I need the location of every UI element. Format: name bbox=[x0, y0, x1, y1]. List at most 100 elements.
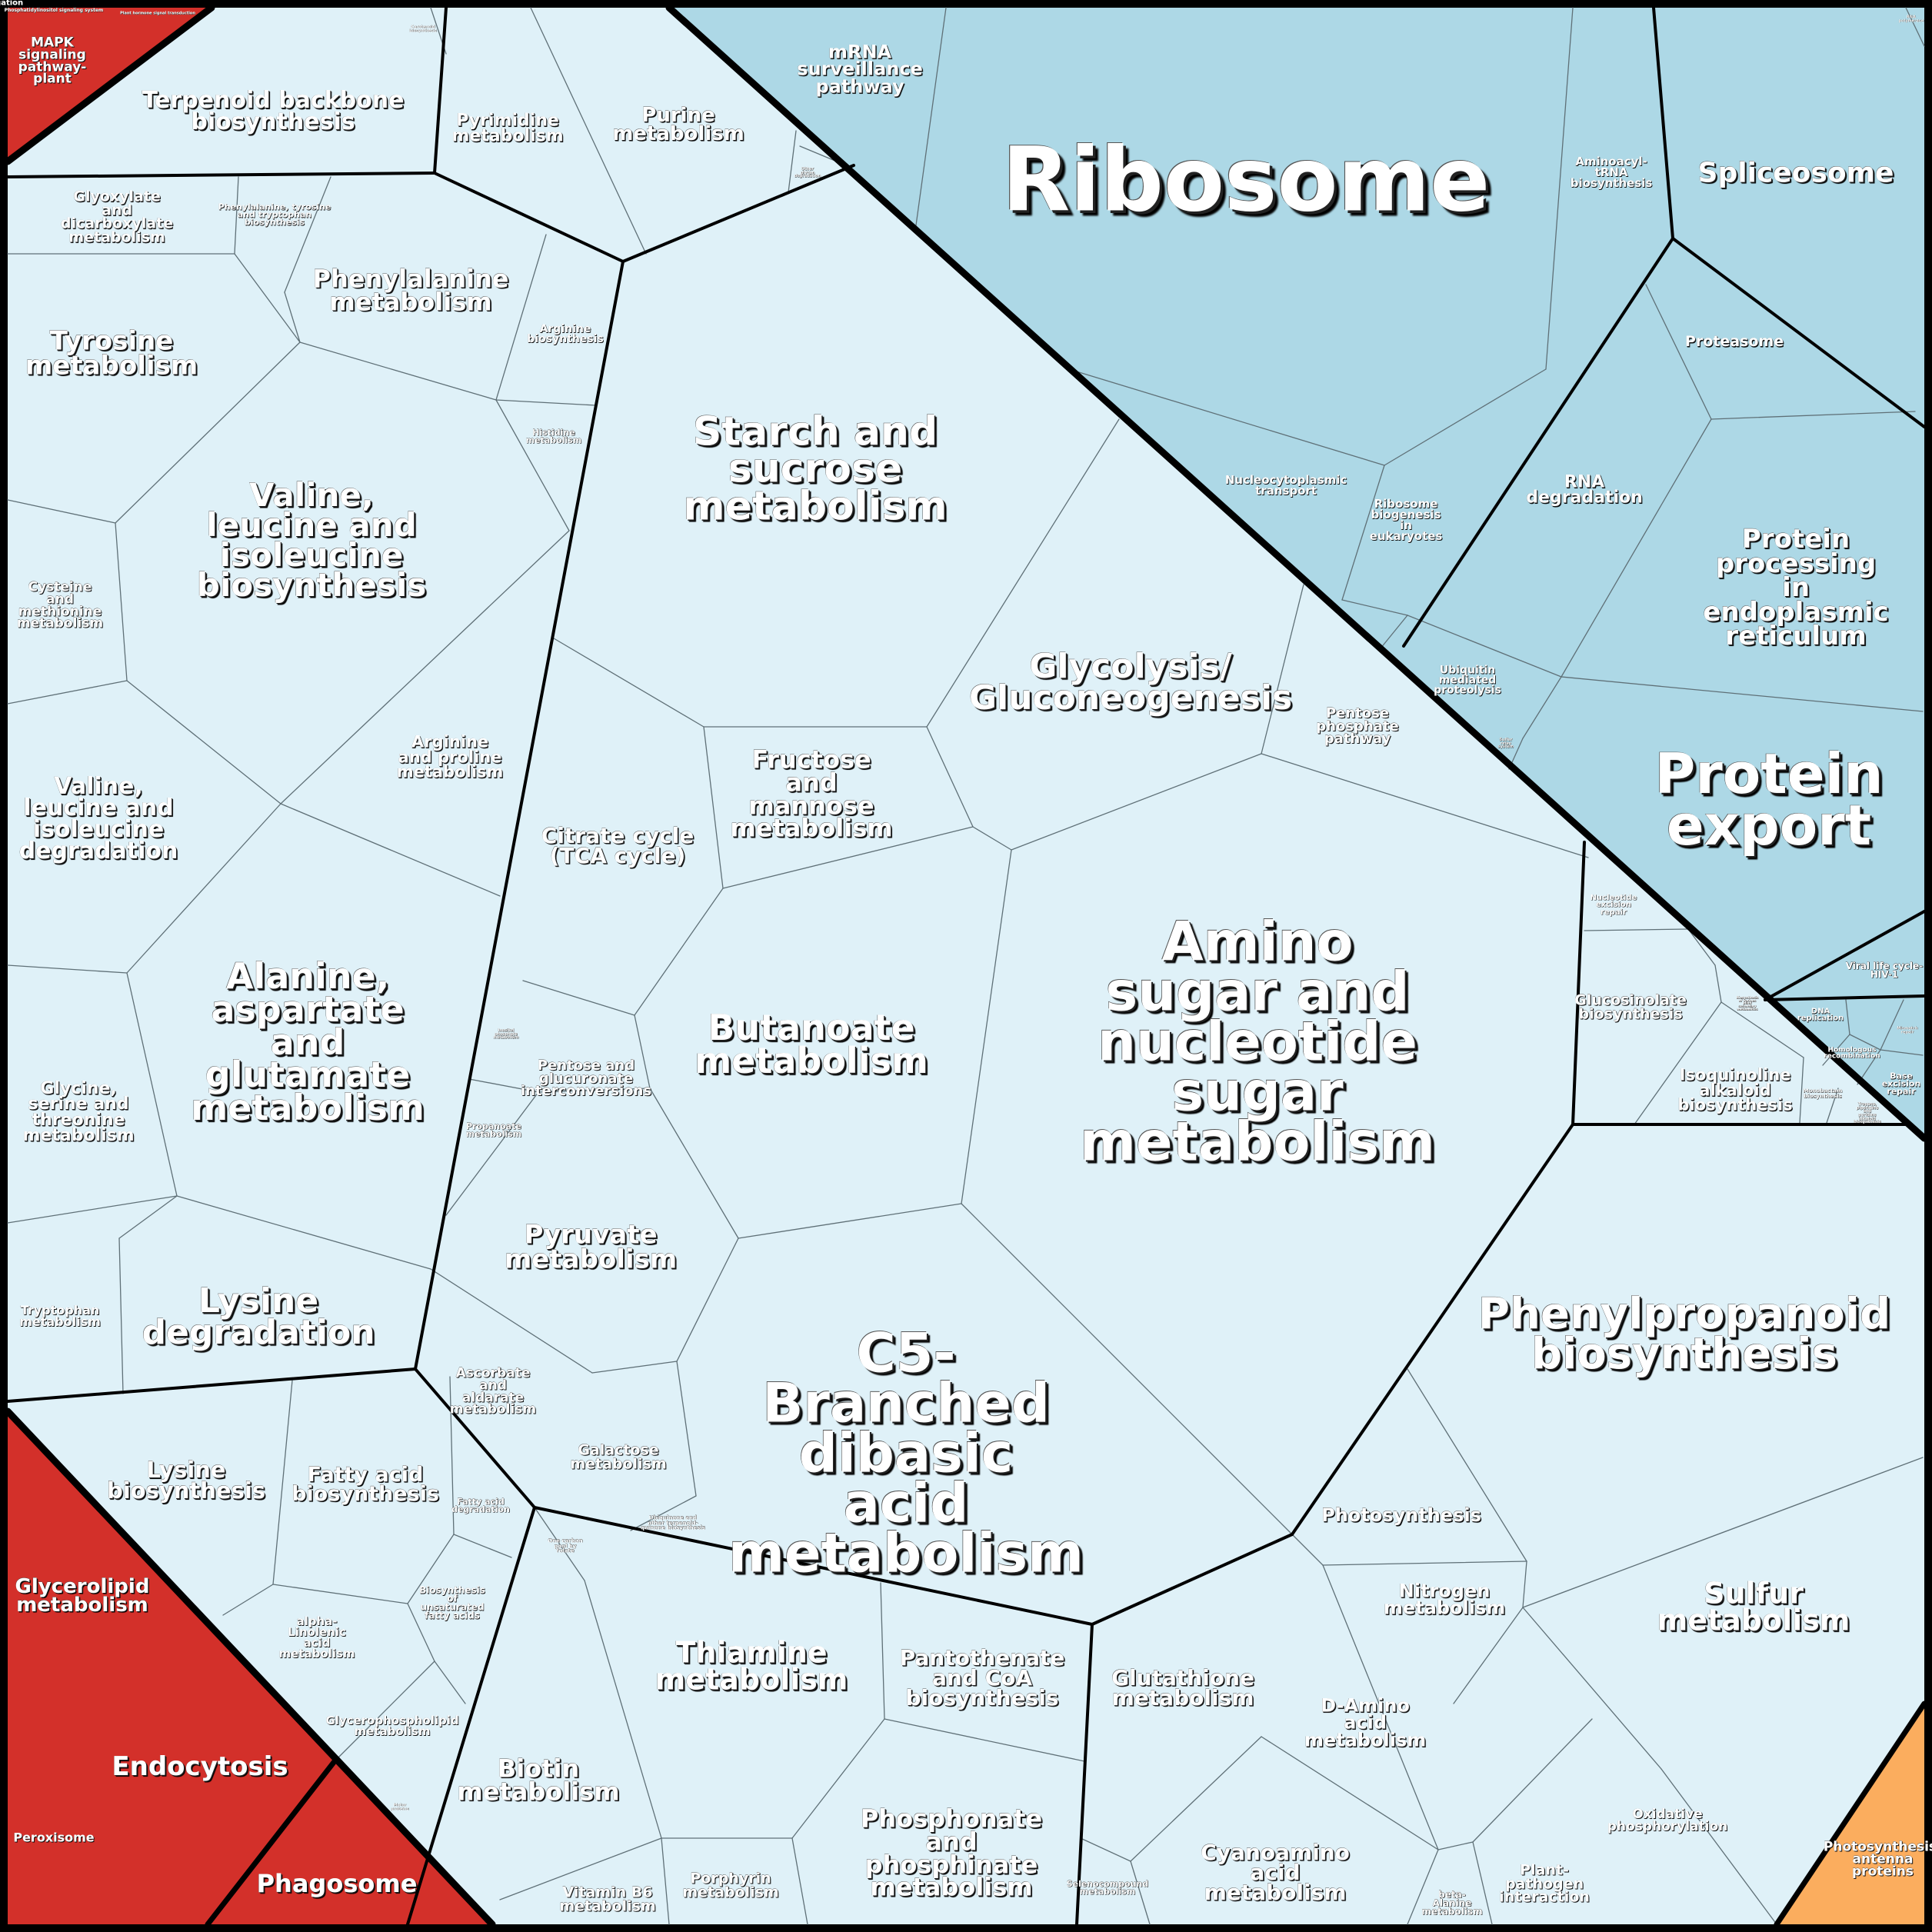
pathway-label-galactose-metabolism: Galactose metabolism bbox=[570, 1441, 667, 1472]
pathway-label-alanine-aspartate-and-glutamate-metabolism: Alanine, aspartate and glutamate metabol… bbox=[191, 955, 425, 1129]
pathway-label-butanoate-metabolism: Butanoate metabolism bbox=[695, 1007, 928, 1081]
cell-border bbox=[788, 130, 797, 193]
cell-border bbox=[1799, 1057, 1804, 1124]
cell-border bbox=[1822, 1034, 1850, 1066]
cell-border bbox=[1472, 1718, 1593, 1843]
pathway-label-homologous-recombination: Homologous recombination bbox=[1824, 1046, 1880, 1061]
cell-border bbox=[926, 418, 1120, 728]
pathway-label-pentose-phosphate-pathway: Pentose phosphate pathway bbox=[1316, 705, 1399, 748]
cell-border bbox=[407, 1534, 455, 1604]
pathway-label-ubiquinone-and-other-terpenoid-quinone-biosynthesis: Ubiquinone and other terpenoid- quinone … bbox=[640, 1514, 706, 1531]
category-border bbox=[414, 260, 625, 1371]
cell-border bbox=[1068, 368, 1385, 466]
pathway-label-ribosome-biogenesis-in-eukaryotes: Ribosome biogenesis in eukaryotes bbox=[1369, 497, 1443, 543]
cell-border bbox=[1380, 615, 1408, 649]
pathway-label-phagosome: Phagosome bbox=[256, 1869, 418, 1899]
cell-border bbox=[1880, 1049, 1924, 1056]
category-border bbox=[4, 4, 215, 165]
cell-border bbox=[222, 1584, 274, 1616]
cell-border bbox=[961, 1203, 1293, 1535]
category-border bbox=[1571, 841, 1586, 1126]
category-border bbox=[1402, 237, 1674, 648]
pathway-label-mapk-signaling-pathway-plant: MAPK signaling pathway- plant bbox=[18, 35, 87, 87]
pathway-label-viral-life-cycle-hiv-1: Viral life cycle- HIV-1 bbox=[1845, 960, 1924, 980]
cell-border bbox=[272, 1380, 293, 1585]
cell-border bbox=[884, 1718, 1085, 1762]
cell-border bbox=[407, 1603, 435, 1662]
cell-border bbox=[495, 399, 570, 531]
pathway-label-d-amino-acid-metabolism: D-Amino acid metabolism bbox=[1304, 1694, 1427, 1751]
pathway-label-purine-metabolism: Purine metabolism bbox=[612, 103, 744, 145]
cell-border bbox=[649, 1088, 739, 1239]
cell-border bbox=[1522, 1457, 1924, 1608]
pathway-label-selenocompound-metabolism: Selenocompound metabolism bbox=[1066, 1878, 1149, 1897]
category-border bbox=[433, 6, 448, 175]
cell-border bbox=[1407, 615, 1562, 678]
pathway-label-phenylalanine-tyrosine-and-tryptophan-biosynthesis: Phenylalanine, tyrosine and tryptophan b… bbox=[218, 202, 331, 228]
cell-border bbox=[1384, 368, 1547, 466]
pathway-label-oxidative-phosphorylation: Oxidative phosphorylation bbox=[1607, 1807, 1728, 1834]
pathway-label-isoquinoline-alkaloid-biosynthesis: Isoquinoline alkaloid biosynthesis bbox=[1677, 1065, 1793, 1114]
cell-border bbox=[430, 1268, 593, 1374]
pathway-label-carotenoid-biosynthesis: Carotenoid biosynthesis bbox=[409, 25, 437, 33]
cell-border bbox=[553, 638, 705, 728]
pathway-label-ribosome: Ribosome bbox=[1001, 128, 1491, 232]
pathway-label-pentose-and-glucuronate-interconversions: Pentose and glucuronate interconversions bbox=[520, 1057, 652, 1100]
pathway-label-motor-proteins: Motor proteins bbox=[391, 1803, 409, 1811]
cell-border bbox=[1080, 1837, 1131, 1862]
cell-border bbox=[961, 849, 1012, 1204]
pathway-label-nucleotide-excision-repair: Nucleotide excision repair bbox=[1590, 894, 1637, 917]
cell-border bbox=[1714, 964, 1722, 1003]
pathway-label-terpenoid-backbone-biosynthesis: Terpenoid backbone biosynthesis bbox=[142, 87, 405, 135]
pathway-label-arginine-and-proline-metabolism: Arginine and proline metabolism bbox=[396, 732, 504, 781]
cell-border bbox=[522, 980, 635, 1016]
cell-border bbox=[284, 176, 331, 293]
cell-border bbox=[280, 530, 570, 804]
cell-border bbox=[926, 726, 974, 828]
pathway-label-photosynthesis-antenna-proteins: Photosynthesis- antenna proteins bbox=[1823, 1839, 1932, 1879]
cell-border bbox=[880, 1582, 885, 1720]
cell-border bbox=[234, 253, 301, 343]
pathway-label-mrna-surveillance-pathway: mRNA surveillance pathway bbox=[797, 41, 923, 98]
cell-border bbox=[126, 972, 178, 1197]
cell-border bbox=[1011, 753, 1262, 851]
cell-border bbox=[1645, 284, 1712, 420]
cell-border bbox=[972, 826, 1012, 851]
cell-border bbox=[1634, 1001, 1722, 1125]
cell-border bbox=[661, 1837, 670, 1925]
pathway-label-plant-hormone-signal-transduction: Plant hormone signal transduction bbox=[120, 11, 195, 16]
cell-border bbox=[1849, 1034, 1881, 1051]
cell-border bbox=[1341, 599, 1408, 616]
pathway-label-phosphonate-and-phosphinate-metabolism: Phosphonate and phosphinate metabolism bbox=[860, 1804, 1043, 1902]
cell-border bbox=[1522, 1561, 1527, 1608]
category-border bbox=[433, 172, 625, 263]
pathway-label-phenylalanine-metabolism: Phenylalanine metabolism bbox=[312, 264, 509, 316]
cell-border bbox=[914, 7, 947, 232]
pathway-label-base-excision-repair: Base excision repair bbox=[1881, 1071, 1921, 1098]
pathway-label-biosynthesis-of-unsaturated-fatty-acids: Biosynthesis of unsaturated fatty acids bbox=[419, 1584, 485, 1622]
cell-border bbox=[1472, 1841, 1493, 1925]
cell-border bbox=[299, 341, 497, 401]
pathway-label-ubiquitin-mediated-proteolysis: Ubiquitin mediated proteolysis bbox=[1434, 664, 1501, 697]
pathway-label-thiamine-metabolism: Thiamine metabolism bbox=[655, 1635, 848, 1697]
pathway-label-histidine-metabolism: Histidine metabolism bbox=[525, 427, 582, 445]
cell-border bbox=[534, 1507, 585, 1581]
cell-border bbox=[453, 1534, 512, 1558]
category-border bbox=[665, 4, 1928, 1142]
pathway-label-mismatch-repair: Mismatch repair bbox=[1897, 1026, 1918, 1034]
cell-border bbox=[280, 803, 501, 897]
pathway-label-alpha-linolenic-acid-metabolism: alpha- Linolenic acid metabolism bbox=[278, 1614, 355, 1661]
cell-border bbox=[1341, 465, 1385, 601]
cell-border bbox=[1291, 1534, 1324, 1566]
category-border bbox=[1291, 1123, 1574, 1536]
pathway-label-monobactam-biosynthesis: Monobactam biosynthesis bbox=[1803, 1088, 1843, 1099]
cell-border bbox=[1130, 1736, 1262, 1862]
cell-border bbox=[1561, 676, 1924, 712]
cell-border bbox=[7, 964, 128, 974]
cell-border bbox=[1720, 1001, 1804, 1058]
pathway-label-one-carbon-pool-by-folate: One carbon pool by folate bbox=[548, 1537, 583, 1554]
pathway-label-spliceosome: Spliceosome bbox=[1697, 157, 1894, 189]
pathway-label-starch-and-sucrose-metabolism: Starch and sucrose metabolism bbox=[683, 408, 948, 530]
cell-border bbox=[1826, 1088, 1839, 1124]
category-border bbox=[205, 1758, 338, 1927]
